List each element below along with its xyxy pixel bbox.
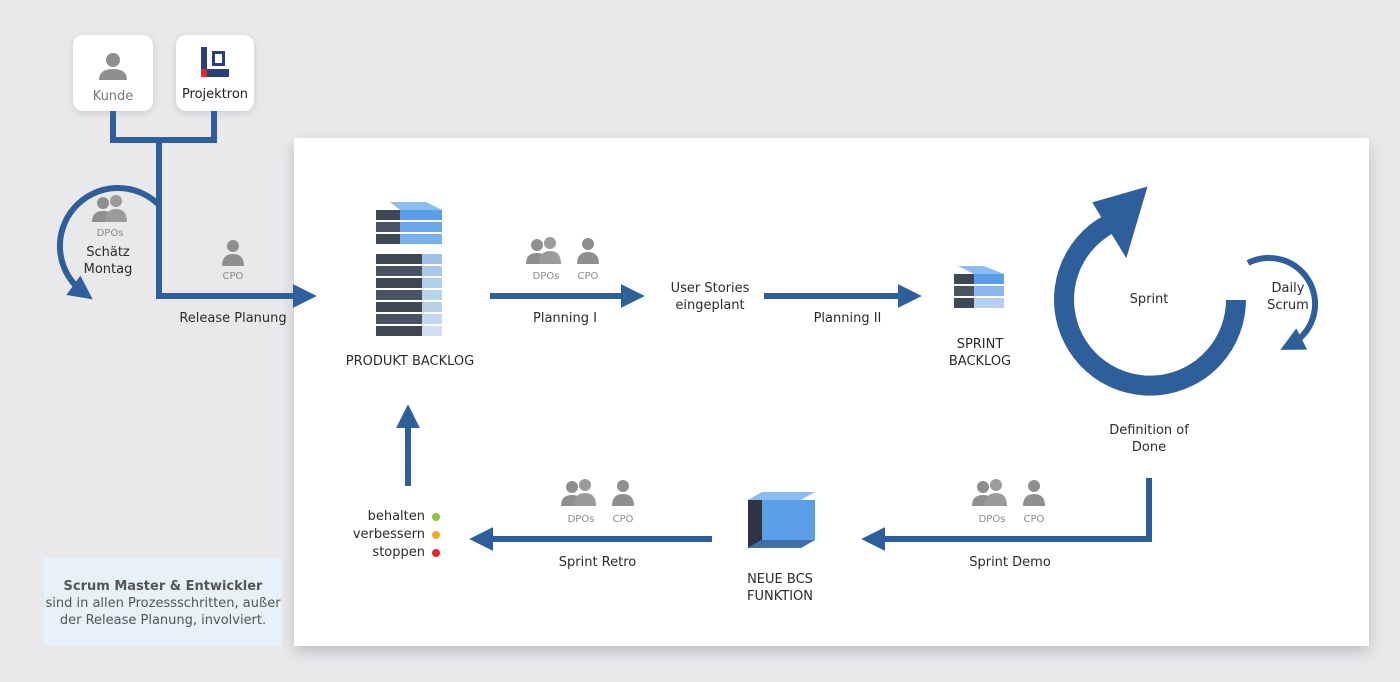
sprint-backlog-line2: BACKLOG <box>948 354 1012 369</box>
release-role: CPO <box>222 271 244 282</box>
status-dot <box>432 512 440 521</box>
outcome-label: verbessern <box>352 527 425 542</box>
sprint-demo-role2: CPO <box>1023 514 1045 525</box>
sprint-demo-label: Sprint Demo <box>969 555 1051 570</box>
sprint-retro-cpo-icon <box>612 480 634 506</box>
scrum-master-note: Scrum Master & Entwickler sind in allen … <box>44 558 282 646</box>
schaetz-line2: Montag <box>83 262 133 277</box>
schaetz-line1: Schätz <box>86 245 130 260</box>
planning1-role2: CPO <box>577 271 599 282</box>
produkt-backlog-icon <box>376 202 442 336</box>
status-dot <box>432 548 440 557</box>
neue-bcs-line1: NEUE BCS <box>747 572 813 587</box>
neue-bcs-line2: FUNKTION <box>747 589 813 604</box>
produkt-backlog-label: PRODUKT BACKLOG <box>345 354 475 369</box>
planning1-label: Planning I <box>533 311 597 326</box>
projektron-logo-icon <box>201 47 229 77</box>
sprint-demo-dpos-icon <box>972 479 1007 506</box>
sprint-retro-role2: CPO <box>612 514 634 525</box>
user-stories-line2: eingeplant <box>675 298 745 313</box>
neue-bcs-cube-icon <box>748 492 815 548</box>
planning1-dpos-icon <box>526 237 561 264</box>
schaetz-dpos-icon <box>92 195 127 222</box>
user-stories-label: User Stories eingeplant <box>650 280 770 314</box>
outcome-label: behalten <box>367 509 425 524</box>
outcome-verbessern: verbessern <box>330 526 440 544</box>
planning2-label: Planning II <box>813 311 882 326</box>
note-title: Scrum Master & Entwickler <box>63 579 263 594</box>
planning1-role1: DPOs <box>532 271 560 282</box>
definition-of-done-label: Definition of Done <box>1094 422 1204 456</box>
kunde-label: Kunde <box>92 89 134 104</box>
process-panel <box>294 138 1369 646</box>
sprint-backlog-label: SPRINT BACKLOG <box>935 336 1025 370</box>
sprint-backlog-icon <box>954 266 1004 308</box>
sprint-retro-label: Sprint Retro <box>558 555 637 570</box>
person-icon <box>99 53 127 80</box>
schaetz-role: DPOs <box>96 228 124 239</box>
retro-outcomes-list: behalten verbessern stoppen <box>330 508 440 562</box>
outcome-behalten: behalten <box>330 508 440 526</box>
sprint-label: Sprint <box>1129 292 1169 307</box>
daily-scrum-label: Daily Scrum <box>1256 280 1320 314</box>
kunde-card: Kunde <box>73 35 153 111</box>
note-line3: der Release Planung, involviert. <box>59 613 267 628</box>
sprint-retro-dpos-icon <box>561 479 596 506</box>
schaetz-montag-label: Schätz Montag <box>70 244 146 278</box>
sprint-demo-cpo-icon <box>1023 480 1045 506</box>
outcome-stoppen: stoppen <box>330 544 440 562</box>
neue-bcs-label: NEUE BCS FUNKTION <box>720 571 840 605</box>
planning1-cpo-icon <box>577 238 599 264</box>
release-planung-label: Release Planung <box>179 311 287 326</box>
sprint-demo-role1: DPOs <box>978 514 1006 525</box>
status-dot <box>432 530 440 539</box>
release-cpo-icon <box>222 240 244 266</box>
dod-line2: Done <box>1131 440 1167 455</box>
outcome-label: stoppen <box>372 545 425 560</box>
note-line2: sind in allen Prozessschritten, außer <box>45 596 281 611</box>
projektron-card: Projektron <box>176 35 254 111</box>
projektron-label: Projektron <box>181 87 249 102</box>
sprint-retro-role1: DPOs <box>567 514 595 525</box>
user-stories-line1: User Stories <box>670 281 750 296</box>
daily-scrum-line1: Daily <box>1271 281 1305 296</box>
daily-scrum-line2: Scrum <box>1267 298 1309 313</box>
dod-line1: Definition of <box>1109 423 1189 438</box>
sprint-backlog-line1: SPRINT <box>956 337 1004 352</box>
